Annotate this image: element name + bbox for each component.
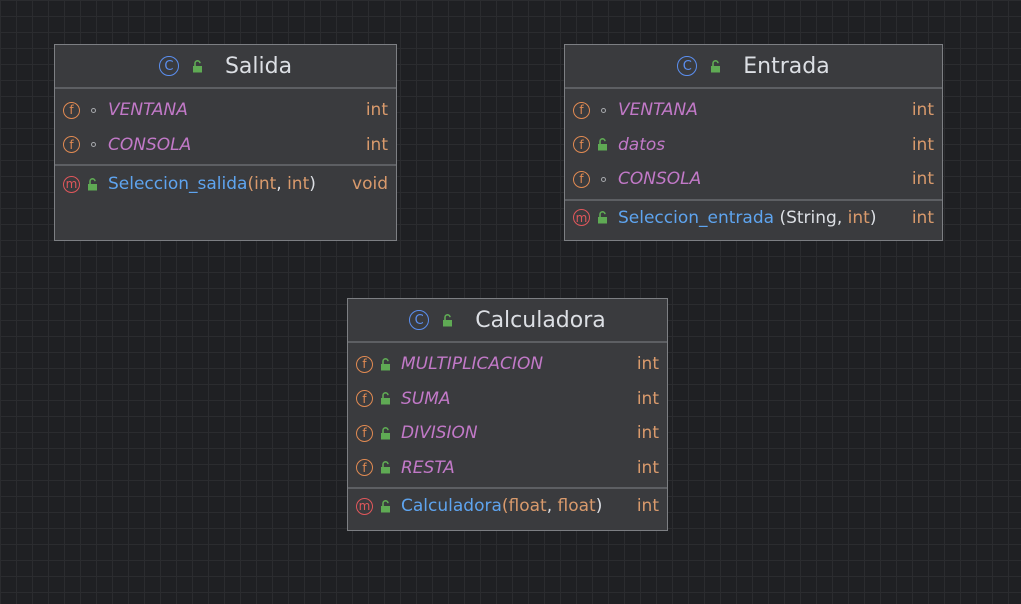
methods-section: m Seleccion_salida(int, int) void	[55, 166, 396, 202]
param-separator: ,	[836, 207, 848, 228]
public-visibility-icon	[379, 392, 393, 406]
field-row[interactable]: f SUMA int	[348, 382, 667, 417]
public-visibility-icon	[379, 426, 393, 440]
param-separator: ,	[546, 496, 558, 517]
field-type: int	[911, 100, 934, 121]
param-separator: ,	[276, 174, 288, 195]
field-type: int	[636, 354, 659, 375]
paren-open: (	[774, 207, 787, 228]
method-name: Calculadora	[401, 496, 502, 517]
methods-section: m Seleccion_entrada (String, int) int	[565, 201, 942, 236]
fields-section: f VENTANA int f CONSOLA int	[55, 89, 396, 166]
param-type: int	[287, 174, 310, 195]
field-icon: f	[573, 136, 590, 154]
public-visibility-icon	[596, 211, 610, 225]
field-icon: f	[573, 170, 590, 188]
method-name: Seleccion_entrada	[618, 207, 775, 228]
field-name: RESTA	[401, 457, 455, 478]
param-type: float	[508, 496, 547, 517]
field-name: CONSOLA	[618, 169, 702, 190]
method-name: Seleccion_salida	[108, 174, 248, 195]
field-type: int	[636, 457, 659, 478]
field-row[interactable]: f MULTIPLICACION int	[348, 347, 667, 382]
field-row[interactable]: f VENTANA int	[55, 93, 396, 128]
class-header: C Calculadora	[348, 299, 667, 343]
public-visibility-icon	[86, 177, 100, 191]
field-row[interactable]: f DIVISION int	[348, 416, 667, 451]
field-type: int	[636, 423, 659, 444]
field-row[interactable]: f RESTA int	[348, 451, 667, 486]
field-name: MULTIPLICACION	[401, 354, 544, 375]
class-name: Entrada	[743, 53, 830, 79]
fields-section: f VENTANA int f datos int f CONSOLA int	[565, 89, 942, 201]
field-type: int	[365, 100, 388, 121]
field-icon: f	[356, 459, 373, 477]
field-icon: f	[63, 101, 80, 119]
field-icon: f	[356, 424, 373, 442]
field-row[interactable]: f VENTANA int	[565, 93, 942, 128]
class-box-calculadora[interactable]: C Calculadora f MULTIPLICACION int f SUM…	[347, 298, 668, 531]
method-row[interactable]: m Calculadora(float, float) int	[348, 489, 667, 524]
fields-section: f MULTIPLICACION int f SUMA int f DIVISI…	[348, 343, 667, 489]
field-icon: f	[63, 136, 80, 154]
method-row[interactable]: m Seleccion_salida(int, int) void	[55, 167, 396, 202]
return-type: int	[911, 207, 934, 228]
field-name: SUMA	[401, 388, 451, 409]
field-name: CONSOLA	[108, 134, 192, 155]
field-name: VENTANA	[108, 100, 188, 121]
field-name: VENTANA	[618, 100, 698, 121]
public-visibility-icon	[596, 138, 610, 152]
method-icon: m	[356, 497, 373, 515]
field-icon: f	[573, 101, 590, 119]
paren-close: )	[309, 174, 316, 195]
package-visibility-icon	[596, 172, 610, 186]
public-visibility-icon	[379, 461, 393, 475]
public-visibility-icon	[379, 357, 393, 371]
param-type: float	[557, 496, 596, 517]
return-type: int	[636, 496, 659, 517]
public-visibility-icon	[379, 499, 393, 513]
param-type: int	[847, 207, 870, 228]
package-visibility-icon	[86, 103, 100, 117]
class-icon: C	[677, 56, 698, 76]
paren-close: )	[595, 496, 603, 517]
param-type: String	[786, 207, 837, 228]
public-visibility-icon	[709, 59, 723, 73]
class-header: C Salida	[55, 45, 396, 89]
method-signature: Calculadora(float, float)	[401, 496, 631, 516]
field-type: int	[365, 134, 388, 155]
class-box-salida[interactable]: C Salida f VENTANA int f CONSOLA int m S…	[54, 44, 397, 241]
field-name: DIVISION	[401, 423, 478, 444]
paren-open: (	[501, 496, 509, 517]
field-row[interactable]: f CONSOLA int	[55, 128, 396, 163]
class-name: Calculadora	[475, 307, 606, 333]
class-header: C Entrada	[565, 45, 942, 89]
method-signature: Seleccion_salida(int, int)	[108, 174, 346, 194]
field-row[interactable]: f CONSOLA int	[565, 162, 942, 197]
field-type: int	[636, 388, 659, 409]
field-icon: f	[356, 390, 373, 408]
public-visibility-icon	[191, 59, 205, 73]
field-name: datos	[618, 134, 666, 155]
param-type: int	[254, 174, 277, 195]
method-signature: Seleccion_entrada (String, int)	[618, 208, 906, 228]
package-visibility-icon	[86, 138, 100, 152]
field-type: int	[911, 134, 934, 155]
class-box-entrada[interactable]: C Entrada f VENTANA int f datos int f CO…	[564, 44, 943, 241]
class-icon: C	[158, 56, 179, 76]
class-name: Salida	[224, 53, 293, 79]
method-icon: m	[63, 175, 80, 193]
field-row[interactable]: f datos int	[565, 128, 942, 163]
class-icon: C	[409, 310, 430, 330]
public-visibility-icon	[441, 313, 455, 327]
return-type: void	[352, 174, 388, 195]
paren-close: )	[869, 207, 877, 228]
method-icon: m	[573, 209, 590, 227]
method-row[interactable]: m Seleccion_entrada (String, int) int	[565, 201, 942, 236]
field-icon: f	[356, 355, 373, 373]
field-type: int	[911, 169, 934, 190]
methods-section: m Calculadora(float, float) int	[348, 489, 667, 524]
paren-open: (	[247, 174, 255, 195]
package-visibility-icon	[596, 103, 610, 117]
